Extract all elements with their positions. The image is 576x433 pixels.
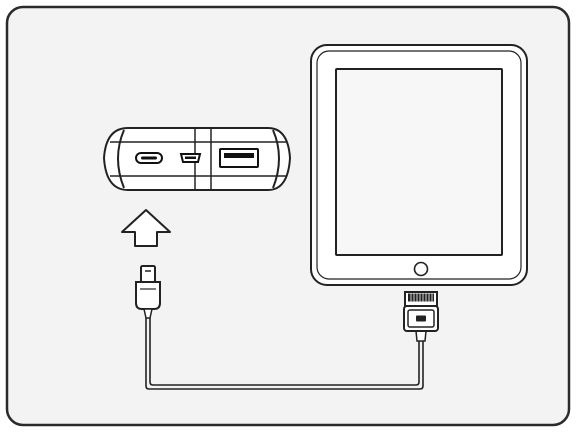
cable [135,265,439,390]
power-bank [102,127,292,191]
power-bank-right-cap [272,129,280,189]
cable-wire-inner [149,318,420,386]
30-pin-dock-connector-icon [403,291,439,342]
home-button-icon [413,261,429,277]
usb-c-port-icon [135,152,163,164]
tablet-screen [335,68,503,256]
micro-usb-port-icon [179,153,202,163]
power-bank-left-cap [117,129,125,189]
tablet-icon [310,44,528,286]
usb-a-port-icon [219,148,259,168]
cable-wire-outer [145,318,424,390]
up-arrow-icon [121,209,171,247]
